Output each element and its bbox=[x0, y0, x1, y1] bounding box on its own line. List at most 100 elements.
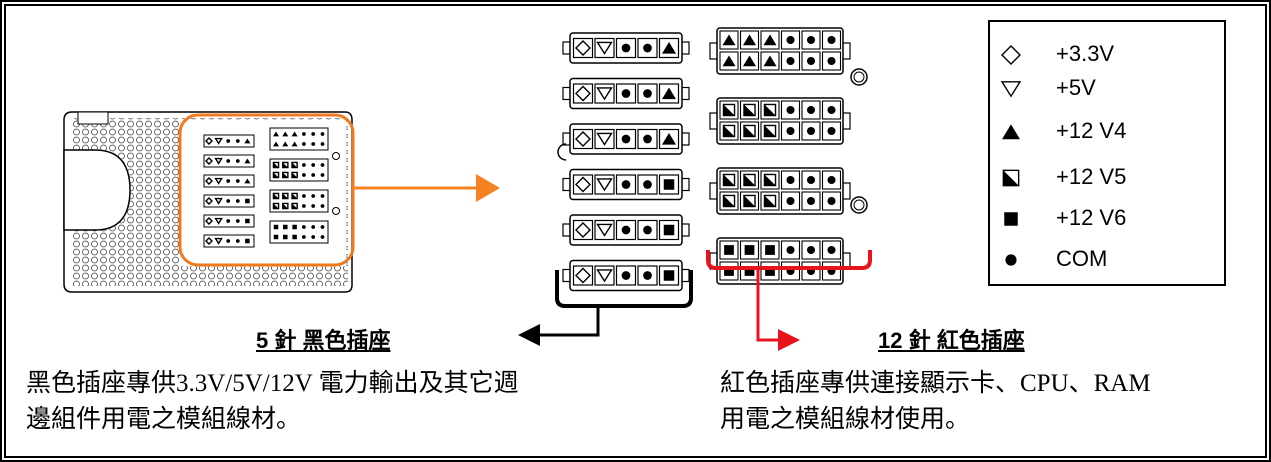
red-desc-line-2: 用電之模組線材使用。 bbox=[720, 406, 971, 433]
legend-item-3v3: +3.3V bbox=[990, 39, 1226, 69]
circle-filled-icon bbox=[786, 56, 795, 66]
circle-filled-icon bbox=[320, 142, 325, 146]
circle-filled-icon bbox=[786, 126, 795, 136]
black-connectors bbox=[562, 32, 690, 292]
circle-filled-icon bbox=[786, 105, 795, 115]
half-filled-square-icon bbox=[291, 202, 298, 210]
half-filled-square-icon bbox=[272, 161, 280, 169]
circle-filled-icon bbox=[827, 196, 836, 206]
legend-label: +12 V6 bbox=[1056, 205, 1127, 230]
circle-filled-icon bbox=[320, 132, 325, 136]
half-filled-square-icon bbox=[743, 103, 756, 117]
psu-mini-5pin bbox=[203, 154, 255, 168]
triangle-up-filled-icon bbox=[244, 138, 251, 144]
psu-mini-5pin bbox=[203, 174, 255, 188]
circle-filled-icon bbox=[302, 163, 306, 167]
half-filled-square-icon bbox=[282, 171, 289, 179]
pin-legend: +3.3V +5V +12 V4 +12 V5 +12 V6 COM bbox=[988, 20, 1226, 286]
circle-filled-icon bbox=[1005, 254, 1017, 266]
square-filled-icon bbox=[663, 270, 675, 281]
triangle-up-filled-icon bbox=[662, 42, 676, 54]
half-filled-square-icon bbox=[743, 194, 756, 208]
circle-filled-icon bbox=[786, 245, 795, 255]
legend-item-5v: +5V bbox=[990, 73, 1226, 103]
circle-filled-icon bbox=[302, 204, 306, 208]
diamond-outline-icon bbox=[1001, 45, 1021, 65]
square-filled-icon bbox=[663, 224, 675, 236]
red-connectors bbox=[709, 27, 851, 285]
half-filled-square-icon bbox=[1002, 169, 1020, 187]
circle-filled-icon bbox=[235, 199, 240, 203]
red-12pin-connector bbox=[709, 237, 851, 285]
half-filled-square-icon bbox=[291, 192, 298, 200]
circle-filled-icon bbox=[302, 142, 306, 146]
circle-filled-icon bbox=[226, 199, 231, 203]
circle-filled-icon bbox=[320, 235, 325, 239]
circle-filled-icon bbox=[235, 239, 240, 243]
diamond-outline-icon bbox=[575, 222, 591, 238]
black-bracket bbox=[518, 270, 693, 346]
black-5pin-connector bbox=[562, 77, 690, 110]
legend-item-12v4: +12 V4 bbox=[990, 116, 1226, 146]
triangle-up-filled-icon bbox=[273, 141, 279, 147]
circle-filled-icon bbox=[311, 173, 316, 177]
circle-filled-icon bbox=[806, 56, 816, 66]
circle-filled-icon bbox=[643, 225, 652, 235]
square-filled-icon bbox=[724, 245, 734, 255]
square-filled-icon bbox=[292, 234, 297, 240]
circle-filled-icon bbox=[643, 271, 652, 280]
circle-filled-icon bbox=[827, 105, 836, 115]
red-12pin-connector bbox=[709, 27, 851, 75]
triangle-up-filled-icon bbox=[1002, 124, 1020, 140]
mounting-holes bbox=[557, 68, 868, 214]
circle-filled-icon bbox=[311, 163, 316, 167]
circle-filled-icon bbox=[226, 139, 231, 143]
half-filled-square-icon bbox=[272, 171, 280, 179]
circle-filled-icon bbox=[302, 173, 306, 177]
circle-filled-icon bbox=[786, 196, 795, 206]
circle-filled-icon bbox=[643, 89, 652, 98]
diamond-outline-icon bbox=[205, 137, 213, 145]
circle-filled-icon bbox=[311, 235, 316, 239]
triangle-down-outline-icon bbox=[214, 137, 223, 145]
circle-filled-icon bbox=[302, 235, 306, 239]
triangle-down-outline-icon bbox=[1000, 81, 1022, 98]
circle-filled-icon bbox=[311, 204, 316, 208]
circle-filled-icon bbox=[621, 225, 631, 235]
half-filled-square-icon bbox=[282, 192, 289, 200]
circle-filled-icon bbox=[621, 134, 631, 144]
circle-filled-icon bbox=[302, 225, 306, 229]
triangle-down-outline-icon bbox=[214, 237, 223, 245]
triangle-up-filled-icon bbox=[662, 133, 676, 145]
circle-filled-icon bbox=[226, 219, 231, 223]
triangle-up-filled-icon bbox=[291, 141, 298, 147]
square-filled-icon bbox=[744, 266, 755, 276]
square-filled-icon bbox=[765, 245, 775, 255]
circle-filled-icon bbox=[621, 180, 631, 189]
half-filled-square-icon bbox=[722, 173, 736, 187]
legend-item-12v5: +12 V5 bbox=[990, 162, 1226, 192]
triangle-up-filled-icon bbox=[244, 158, 251, 164]
black-desc-line-1: 黑色插座專供3.3V/5V/12V 電力輸出及其它週 bbox=[26, 370, 519, 397]
red-12pin-connector bbox=[709, 97, 851, 145]
half-filled-square-icon bbox=[1002, 169, 1020, 187]
square-filled-icon bbox=[1004, 212, 1018, 226]
diamond-outline-icon bbox=[205, 197, 213, 205]
half-filled-square-icon bbox=[272, 192, 280, 200]
square-filled-icon bbox=[663, 179, 675, 190]
half-filled-square-icon bbox=[722, 194, 736, 208]
black-connector-label: 5 針 黑色插座 bbox=[256, 328, 391, 353]
triangle-down-outline-icon bbox=[596, 178, 613, 192]
circle-filled-icon bbox=[643, 134, 652, 144]
circle-filled-icon bbox=[827, 126, 836, 136]
red-12pin-connector bbox=[709, 167, 851, 215]
circle-filled-icon bbox=[806, 245, 816, 255]
circle-filled-icon bbox=[786, 175, 795, 185]
circle-filled-icon bbox=[226, 239, 231, 243]
black-5pin-connector bbox=[562, 32, 690, 64]
square-filled-icon bbox=[744, 245, 755, 255]
circle-filled-icon bbox=[226, 179, 231, 183]
circle-filled-icon bbox=[806, 105, 816, 115]
legend-item-com: COM bbox=[990, 244, 1226, 274]
